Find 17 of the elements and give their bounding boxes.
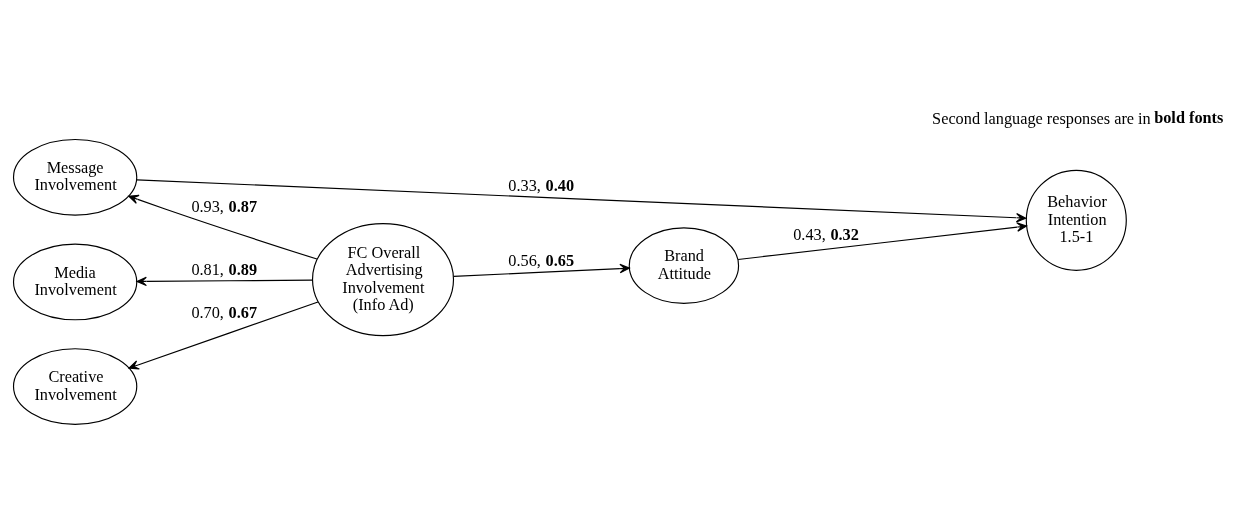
arrow (136, 276, 313, 286)
arrow (737, 221, 1028, 260)
node-ellipse: FC Overall Advertising Involvement (Info Ad) (311, 222, 455, 336)
node-circle: Behavior Intention 1.5-1 (1025, 169, 1127, 271)
edge-label: 0.70, 0.67 (191, 303, 258, 322)
arrow (136, 178, 1027, 223)
node-ellipse: Brand Attitude (628, 226, 740, 304)
edge-label: 0.33, 0.40 (508, 176, 575, 195)
edge-label: 0.93, 0.87 (191, 197, 258, 216)
arrow (128, 300, 319, 369)
edge-label: 0.43, 0.32 (793, 225, 859, 244)
arrow (128, 194, 318, 260)
edge-label: 0.81, 0.89 (191, 260, 258, 279)
node-ellipse: Media Involvement (12, 243, 138, 320)
edge-label: 0.56, 0.65 (508, 251, 575, 270)
arrow (453, 263, 630, 277)
label: Second language responses are in bold fonts (932, 108, 1224, 128)
